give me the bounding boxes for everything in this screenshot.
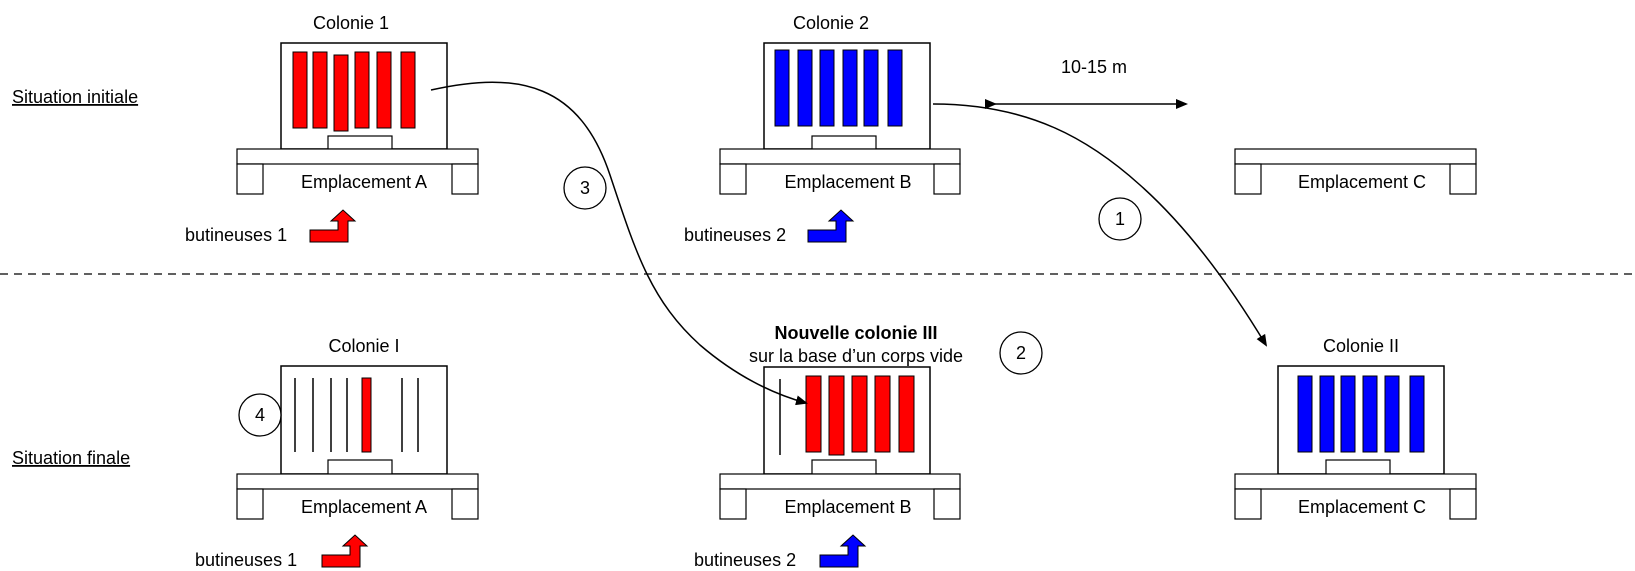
- hive-subtitle: sur la base d’un corps vide: [749, 346, 963, 366]
- frame: [354, 51, 370, 129]
- step-marker-1: 1: [1098, 197, 1142, 241]
- hive-colonie-I: Colonie I Emplacement A butineuses 1: [195, 336, 479, 570]
- stand-top: [1234, 148, 1477, 165]
- hive-title: Nouvelle colonie III: [774, 323, 937, 343]
- frame: [1297, 375, 1313, 453]
- distance-label: 10-15 m: [1061, 57, 1127, 77]
- location-label: Emplacement C: [1298, 172, 1426, 192]
- frame: [333, 54, 349, 132]
- stand-leg-left: [236, 488, 264, 520]
- forager-label: butineuses 1: [185, 225, 287, 245]
- hive-entrance: [327, 135, 393, 150]
- step-marker-3: 3: [563, 166, 607, 210]
- frame: [1384, 375, 1400, 453]
- location-label: Emplacement B: [784, 172, 911, 192]
- empty-stand-c: Emplacement C: [1234, 148, 1477, 195]
- forager-arrow-red-icon: [321, 534, 369, 568]
- row-label-final: Situation finale: [12, 448, 130, 468]
- frame: [898, 375, 915, 453]
- frame: [874, 375, 891, 453]
- frame: [774, 49, 790, 127]
- stand-leg-right: [933, 488, 961, 520]
- stand-top: [236, 148, 479, 165]
- stand-leg-right: [1449, 488, 1477, 520]
- frame: [887, 49, 903, 127]
- stand-top: [719, 473, 961, 490]
- stand-leg-right: [451, 163, 479, 195]
- hive-entrance: [1325, 459, 1391, 475]
- step-number: 3: [580, 178, 590, 198]
- frame: [842, 49, 858, 127]
- location-label: Emplacement A: [301, 172, 427, 192]
- stand-leg-left: [719, 488, 747, 520]
- step-marker-2: 2: [999, 331, 1043, 375]
- hive-colonie-III: Nouvelle colonie III sur la base d’un co…: [694, 323, 963, 570]
- frame: [819, 49, 835, 127]
- transfer-arrow-colonie2-to-C: [932, 103, 1268, 347]
- frame: [1340, 375, 1356, 453]
- hive-title: Colonie II: [1323, 336, 1399, 356]
- forager-label: butineuses 2: [684, 225, 786, 245]
- forager-arrow-blue-icon: [807, 209, 855, 243]
- stand-leg-right: [1449, 163, 1477, 195]
- stand-leg-right: [933, 163, 961, 195]
- hive-entrance: [327, 459, 393, 475]
- location-label: Emplacement B: [784, 497, 911, 517]
- frame: [828, 375, 845, 456]
- step-circle: [999, 331, 1043, 375]
- forager-label: butineuses 2: [694, 550, 796, 570]
- step-circle: [238, 393, 282, 437]
- frame: [863, 49, 879, 127]
- hive-colonie-II: Colonie II Emplacement C: [1234, 336, 1477, 520]
- stand-leg-right: [451, 488, 479, 520]
- location-label: Emplacement C: [1298, 497, 1426, 517]
- step-number: 2: [1016, 343, 1026, 363]
- frame: [1319, 375, 1335, 453]
- frame: [361, 377, 372, 453]
- hive-entrance: [811, 135, 877, 150]
- frame: [400, 51, 416, 129]
- stand-leg-left: [236, 163, 264, 195]
- hive-title: Colonie 1: [313, 13, 389, 33]
- stand-top: [719, 148, 961, 165]
- frame: [805, 375, 822, 453]
- step-number: 4: [255, 405, 265, 425]
- forager-label: butineuses 1: [195, 550, 297, 570]
- forager-arrow-red-icon: [309, 209, 357, 243]
- frame: [851, 375, 868, 453]
- step-circle: [563, 166, 607, 210]
- forager-arrow-blue-icon: [819, 534, 867, 568]
- location-label: Emplacement A: [301, 497, 427, 517]
- frame: [292, 51, 308, 129]
- step-circle: [1098, 197, 1142, 241]
- frame: [797, 49, 813, 127]
- hive-title: Colonie 2: [793, 13, 869, 33]
- stand-top: [236, 473, 479, 490]
- stand-leg-left: [719, 163, 747, 195]
- stand-leg-left: [1234, 163, 1262, 195]
- frame: [1409, 375, 1425, 453]
- hive-title: Colonie I: [328, 336, 399, 356]
- frame: [376, 51, 392, 129]
- step-number: 1: [1115, 209, 1125, 229]
- hive-colonie-2: Colonie 2 Emplacement B butineuses 2: [684, 13, 961, 245]
- frame: [312, 51, 328, 129]
- stand-leg-left: [1234, 488, 1262, 520]
- hive-colonie-1: Colonie 1 Emplacement A butineuses 1: [185, 13, 479, 245]
- row-label-initial: Situation initiale: [12, 87, 138, 107]
- stand-top: [1234, 473, 1477, 490]
- step-marker-4: 4: [238, 393, 282, 437]
- transfer-arrow-colonie1-to-III: [430, 81, 808, 406]
- hive-entrance: [811, 459, 877, 475]
- frame: [1362, 375, 1378, 453]
